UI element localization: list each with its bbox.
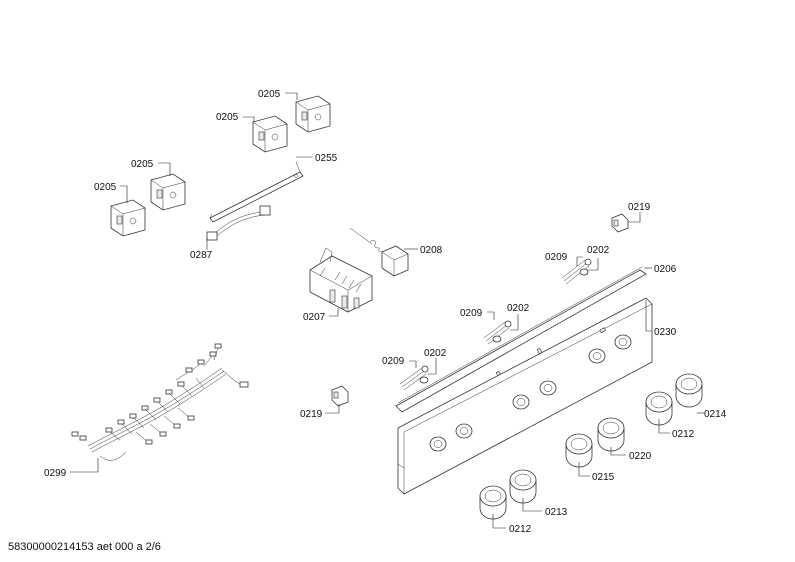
callout-0205-a: 0205 xyxy=(258,89,281,100)
callout-0219-left: 0219 xyxy=(300,409,323,420)
panel-socket-1 xyxy=(429,436,447,452)
callout-0219-right: 0219 xyxy=(628,202,651,213)
part-0287-wire-connector xyxy=(206,205,271,241)
callout-0299: 0299 xyxy=(44,468,67,479)
callout-0212-right: 0212 xyxy=(672,429,695,440)
part-0215-knob xyxy=(565,433,593,468)
part-0212-knob-right xyxy=(645,391,673,426)
part-0202-holder-mid xyxy=(492,335,502,343)
panel-socket-4 xyxy=(539,380,557,396)
part-0205-switch-top-right xyxy=(295,95,331,133)
panel-socket-2 xyxy=(455,423,473,439)
callout-0209-top: 0209 xyxy=(545,252,568,263)
callout-labels: 0205 0205 0205 0205 0255 0287 0208 0207 … xyxy=(44,89,727,535)
part-0213-knob xyxy=(509,469,537,504)
callout-0209-mid: 0209 xyxy=(460,308,483,319)
part-0205-switch-mid-right xyxy=(150,173,186,211)
callout-0205-d: 0205 xyxy=(94,182,117,193)
part-0209-lamp-low xyxy=(399,365,429,391)
part-0207-regulator-block xyxy=(309,247,373,313)
callout-0214: 0214 xyxy=(704,409,727,420)
part-0206-trim-strip xyxy=(395,266,647,413)
part-0209-lamp-mid xyxy=(483,320,512,345)
part-0208-thermostat xyxy=(349,227,409,277)
callout-0230: 0230 xyxy=(654,327,677,338)
part-0202-holder-top xyxy=(579,268,589,276)
panel-socket-6 xyxy=(614,334,632,350)
document-reference: 58300000214153 aet 000 a 2/6 xyxy=(8,541,161,553)
callout-0287: 0287 xyxy=(190,250,213,261)
part-0299-wiring-harness xyxy=(71,343,249,461)
part-0219-clip-right xyxy=(611,213,629,233)
part-0255-bracket xyxy=(209,161,304,223)
callout-0255: 0255 xyxy=(315,153,338,164)
part-0205-switch-top-left xyxy=(252,115,288,153)
part-0205-switch-mid-left xyxy=(110,199,146,237)
part-0212-knob-left xyxy=(479,485,507,520)
callout-0207: 0207 xyxy=(303,312,326,323)
part-0214-knob xyxy=(675,373,703,408)
callout-0213: 0213 xyxy=(545,507,568,518)
callout-0209-low: 0209 xyxy=(382,356,405,367)
callout-0220: 0220 xyxy=(629,451,652,462)
leader-lines xyxy=(70,92,704,529)
callout-0205-b: 0205 xyxy=(216,112,239,123)
part-0220-knob xyxy=(597,417,625,452)
part-0202-holder-low xyxy=(419,376,429,384)
panel-socket-3 xyxy=(512,394,530,410)
part-0219-clip-left xyxy=(331,385,349,407)
callout-0212-left: 0212 xyxy=(509,524,532,535)
callout-0205-c: 0205 xyxy=(131,159,154,170)
callout-0208: 0208 xyxy=(420,245,443,256)
callout-0206: 0206 xyxy=(654,264,677,275)
panel-socket-5 xyxy=(588,348,606,364)
callout-0202-top: 0202 xyxy=(587,245,610,256)
callout-0202-mid: 0202 xyxy=(507,303,530,314)
callout-0215: 0215 xyxy=(592,472,615,483)
part-0230-control-panel xyxy=(397,297,653,495)
callout-0202-low: 0202 xyxy=(424,348,447,359)
